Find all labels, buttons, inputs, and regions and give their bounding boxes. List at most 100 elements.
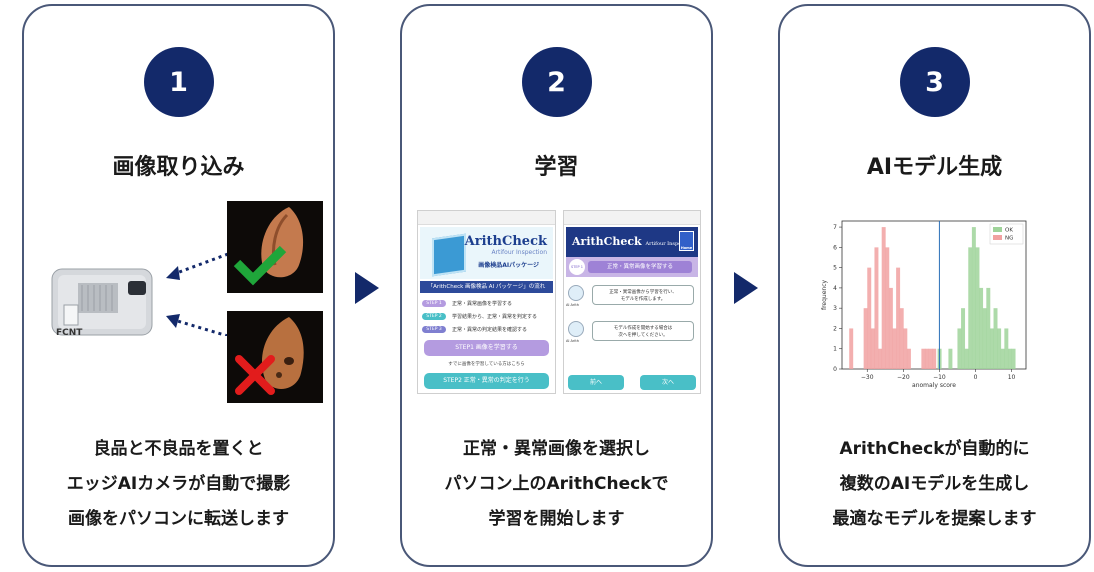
ok-bar	[1011, 348, 1016, 369]
ok-bar	[979, 287, 984, 369]
assistant-label: AI Arith	[566, 339, 579, 343]
ok-bar	[948, 348, 953, 369]
y-tick-label: 3	[833, 305, 837, 312]
step-description: 良品と不良品を置くと エッジAIカメラが自動で撮影 画像をパソコンに転送します	[66, 439, 291, 529]
ok-bar	[1004, 328, 1009, 369]
ng-bar	[888, 287, 893, 369]
ok-bar	[968, 247, 973, 369]
back-button[interactable]: 前へ	[568, 375, 624, 390]
x-axis-label: anomaly score	[912, 382, 956, 389]
step-panel-2: 2 学習 ArithCheck Artifour Inspection 画像検品…	[400, 4, 713, 567]
step-panel-1: 1 画像取り込み FCNT 良品と不良品を置くと エッジAIカメラが自動	[22, 4, 335, 567]
ng-bar	[870, 328, 875, 369]
ok-bar	[971, 227, 976, 369]
ok-bar	[1000, 348, 1005, 369]
cross-icon	[235, 355, 275, 395]
ok-bar	[961, 308, 966, 369]
step-title: 正常・異常画像を学習する	[588, 261, 692, 273]
x-tick-label: 0	[974, 374, 978, 381]
app-package-name: 画像検品AIパッケージ	[478, 262, 539, 269]
transfer-arrows	[166, 252, 229, 336]
step-number-badge: 1	[143, 47, 214, 117]
judge-images-button[interactable]: STEP2 正常・異常の判定を行う	[424, 373, 549, 389]
step-number-badge: 2	[521, 47, 592, 117]
ng-bar	[903, 328, 908, 369]
next-step-arrow	[355, 272, 379, 304]
ng-bar	[885, 247, 890, 369]
ng-bar	[874, 247, 879, 369]
y-tick-label: 5	[833, 265, 837, 272]
already-learned-note: すでに画像を学習している方はこちら	[448, 362, 525, 367]
ng-bar	[892, 328, 897, 369]
app-brand: ArithCheck	[464, 234, 547, 249]
edge-ai-camera: FCNT	[51, 268, 153, 338]
ok-bar	[957, 328, 962, 369]
step-title: AIモデル生成	[866, 155, 1003, 180]
y-tick-label: 6	[833, 244, 837, 251]
legend-swatch	[993, 227, 1002, 232]
app-banner: ArithCheck Artifour Inspection 画像検品AIパッケ…	[420, 227, 553, 279]
legend-swatch	[993, 235, 1002, 240]
ng-bar	[867, 267, 872, 369]
x-tick-label: −20	[897, 374, 910, 381]
y-tick-label: 1	[833, 346, 837, 353]
next-step-arrow	[734, 272, 758, 304]
learn-images-button[interactable]: STEP1 画像を学習する	[424, 340, 549, 356]
step-title: 画像取り込み	[112, 155, 245, 180]
ok-bar	[993, 308, 998, 369]
ok-bar	[975, 247, 980, 369]
step-description: 正常・異常画像を選択し パソコン上のArithCheckで 学習を開始します	[444, 439, 669, 529]
next-button[interactable]: 次へ	[640, 375, 696, 390]
y-tick-label: 0	[833, 366, 837, 373]
ok-bar	[997, 328, 1002, 369]
y-tick-label: 4	[833, 285, 837, 292]
step-description: ArithCheckが自動的に 複数のAIモデルを生成し 最適なモデルを提案しま…	[832, 439, 1037, 529]
app-start-screen: ArithCheck Artifour Inspection 画像検品AIパッケ…	[417, 210, 556, 394]
ok-bar	[986, 287, 991, 369]
assistant-avatar	[568, 321, 584, 337]
ng-bar	[906, 348, 911, 369]
assistant-message: モデル作成を開始する場合は次へを押してください。	[592, 321, 694, 341]
ok-bar	[989, 328, 994, 369]
step-number-badge: 3	[899, 47, 970, 117]
ng-bar	[899, 308, 904, 369]
camera-brand-label: FCNT	[56, 328, 83, 338]
window-titlebar	[418, 211, 555, 225]
assistant-message: 正常・異常画像から学習を行い、モデルを作成します。	[592, 285, 694, 305]
home-icon[interactable]: Home	[679, 231, 694, 251]
app-brand-sub: Artifour Inspection	[491, 249, 547, 256]
ng-bar	[881, 227, 886, 369]
legend-label: NG	[1005, 236, 1013, 242]
x-tick-label: −30	[861, 374, 874, 381]
step-title: 学習	[534, 155, 579, 180]
ng-bar	[928, 348, 933, 369]
app-header: ArithCheck Artifour Inspection Home	[566, 227, 698, 257]
flow-title: 「ArithCheck 画像検品 AI パッケージ」の流れ	[420, 281, 553, 293]
step-banner: STEP 1 正常・異常画像を学習する	[566, 257, 698, 277]
ng-bar	[863, 308, 868, 369]
ng-bar	[878, 348, 883, 369]
check-icon	[233, 245, 287, 286]
ng-bar	[924, 348, 929, 369]
package-box-icon	[432, 233, 466, 277]
ok-bar	[982, 308, 987, 369]
y-tick-label: 7	[833, 224, 837, 231]
ng-bar	[849, 328, 854, 369]
good-almond-photo	[227, 201, 323, 293]
ng-bar	[921, 348, 926, 369]
app-learning-screen: ArithCheck Artifour Inspection Home STEP…	[563, 210, 701, 394]
step-circle: STEP 1	[569, 259, 585, 275]
ng-bar	[932, 348, 937, 369]
x-tick-label: 10	[1008, 374, 1016, 381]
legend-label: OK	[1005, 228, 1013, 234]
x-tick-label: −10	[933, 374, 946, 381]
y-axis-label: frequency	[821, 280, 828, 311]
ng-bar	[896, 267, 901, 369]
defective-almond-photo	[227, 311, 323, 403]
assistant-label: AI Arith	[566, 303, 579, 307]
ok-bar	[964, 348, 969, 369]
